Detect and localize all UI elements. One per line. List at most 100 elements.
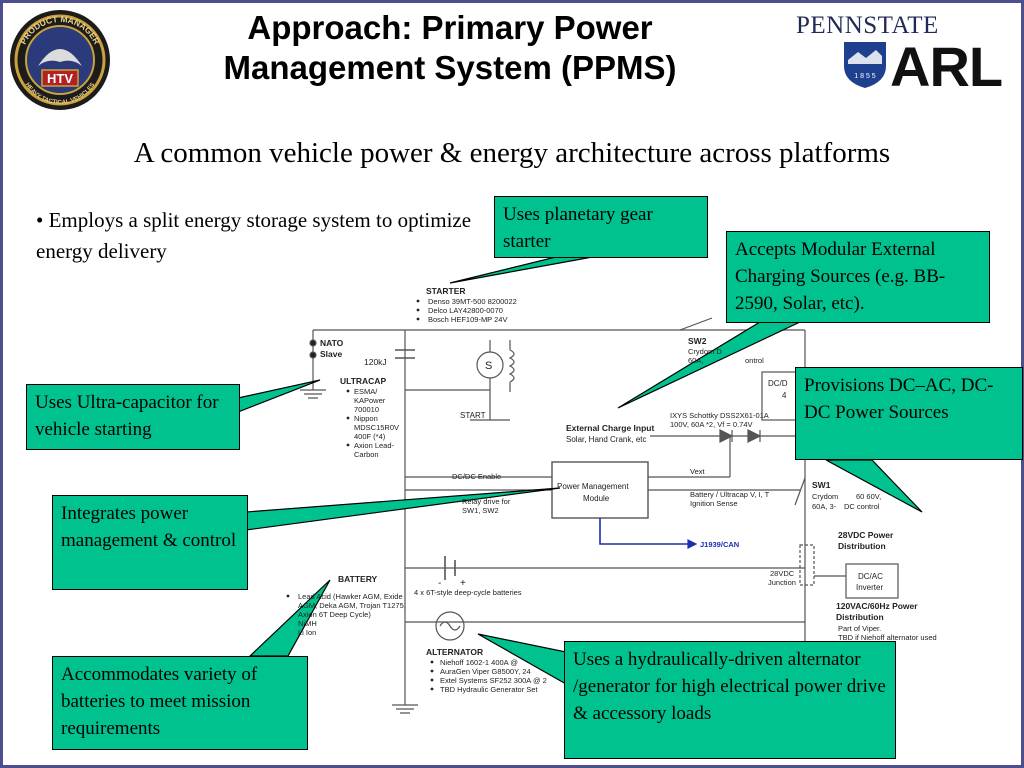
starter-coil <box>508 349 515 383</box>
motor-symbol-label: S <box>485 360 492 372</box>
battery-cells-label: 4 x 6T-style deep-cycle batteries <box>414 588 522 597</box>
relay-label-2: SW1, SW2 <box>462 506 499 515</box>
start-label: START <box>460 411 486 420</box>
slide-title: Approach: Primary Power Management Syste… <box>140 8 760 88</box>
arl-wordmark: ARL <box>890 35 1003 98</box>
alternator-item-3: Extel Systems SF252 300A @ 2 <box>440 676 547 685</box>
ultracap-symbol <box>395 349 415 359</box>
sw2-line-1: Crydom D <box>688 347 722 356</box>
inverter-box <box>845 563 899 599</box>
ext-charge-sub: Solar, Hand Crank, etc <box>566 435 646 444</box>
starter-item-2: Delco LAY42800-0070 <box>428 306 503 315</box>
callout-hydraulic-alternator: Uses a hydraulically-driven alternator /… <box>564 641 896 759</box>
starter-item-1: Denso 39MT-500 8200022 <box>428 297 517 306</box>
provisions-pointer <box>825 459 923 513</box>
nato-label-1: NATO <box>320 338 344 348</box>
dist120-line-1: 120VAC/60Hz Power <box>836 601 918 611</box>
sw2-title: SW2 <box>688 336 707 346</box>
dcdc-label-1: DC/D <box>768 379 788 388</box>
battery-title: BATTERY <box>338 574 378 584</box>
alternator-item-2: AuraGen Viper G8500Y, 24 <box>440 667 531 676</box>
junction-box <box>799 544 815 586</box>
alternator-item-1: Niehoff 1602-1 400A @ <box>440 658 518 667</box>
junction-line-2: Junction <box>768 578 796 587</box>
ext-charge-title: External Charge Input <box>566 423 654 433</box>
alternator-item-4: TBD Hydraulic Generator Set <box>440 685 538 694</box>
battery-item-2: AGM, Deka AGM, Trojan T1275, <box>298 601 406 610</box>
badge-center-text: HTV <box>47 71 73 86</box>
htv-badge-logo: HTV PRODUCT MANAGER HEAVY TACTICAL VEHIC… <box>8 8 112 112</box>
callout-batteries: Accommodates variety of batteries to mee… <box>52 656 308 750</box>
j1939-arrow <box>599 518 688 545</box>
ultracap-title: ULTRACAP <box>340 376 386 386</box>
viper-note-1: Part of Viper. <box>838 624 881 633</box>
ground-symbol-2 <box>392 704 418 714</box>
bullet-point: • Employs a split energy storage system … <box>36 208 472 263</box>
dist120-line-2: Distribution <box>836 612 884 622</box>
vext-label: Vext <box>690 467 706 476</box>
battery-plus: + <box>460 578 466 589</box>
ultracap-item-5: MDSC15R0V <box>354 423 399 432</box>
ultracap-item-3: 700010 <box>354 405 379 414</box>
ultracap-item-4: Nippon <box>354 414 378 423</box>
sw1-line-1: Crydom <box>812 492 838 501</box>
schottky-line-2: 100V, 60A *2, Vf = 0.74V <box>670 420 753 429</box>
pmm-label-2: Module <box>583 494 610 503</box>
callout-modular-charging: Accepts Modular External Charging Source… <box>726 231 990 323</box>
callout-planetary-starter: Uses planetary gear starter <box>494 196 708 258</box>
dcdc-label-2: 4 <box>782 391 787 400</box>
slide-title-line1: Approach: Primary Power <box>247 9 653 46</box>
inverter-line-2: Inverter <box>856 583 883 592</box>
pmm-label-1: Power Management <box>557 482 629 491</box>
viper-note-2: TBD if Niehoff alternator used <box>838 633 937 642</box>
sw2-switch <box>679 317 713 331</box>
integrates-pointer <box>245 487 561 531</box>
callout-ultracap: Uses Ultra-capacitor for vehicle startin… <box>26 384 240 450</box>
pennstate-shield-icon: 1 8 5 5 <box>844 42 886 88</box>
battery-item-4: NiMH <box>298 619 317 628</box>
battery-item-1: Lead Acid (Hawker AGM, Exide <box>298 592 403 601</box>
callout-integrates: Integrates power management & control <box>52 495 248 590</box>
ground-symbol-1 <box>300 389 326 399</box>
dist28-line-2: Distribution <box>838 541 886 551</box>
ultracap-item-1: ESMA/ <box>354 387 378 396</box>
ultracap-item-2: KAPower <box>354 396 386 405</box>
sw2-line-2: 60A, <box>688 356 703 365</box>
callout-provisions: Provisions DC–AC, DC-DC Power Sources <box>795 367 1023 460</box>
cap-value-label: 120kJ <box>364 357 387 367</box>
diode-2 <box>747 429 762 443</box>
sw1-line-4: DC control <box>844 502 880 511</box>
sw1-title: SW1 <box>812 480 831 490</box>
battery-minus: - <box>438 578 441 589</box>
battery-symbol <box>444 556 456 580</box>
ultracap-item-8: Carbon <box>354 450 379 459</box>
alternator-title: ALTERNATOR <box>426 647 483 657</box>
ultracap-pointer <box>237 379 321 413</box>
inverter-line-1: DC/AC <box>858 572 883 581</box>
battery-item-5: Li Ion <box>298 628 316 637</box>
pennstate-wordmark: PENNSTATE <box>796 12 939 39</box>
modular-pointer <box>617 321 801 409</box>
planetary-pointer <box>449 255 599 284</box>
junction-line-1: 28VDC <box>770 569 795 578</box>
dist28-line-1: 28VDC Power <box>838 530 894 540</box>
j1939-label: J1939/CAN <box>700 540 739 549</box>
alternator-symbol <box>435 611 465 641</box>
sw2-line-3: ontrol <box>745 356 764 365</box>
pennstate-year: 1 8 5 5 <box>854 73 876 80</box>
pennstate-arl-logo: PENNSTATE 1 8 5 5 ARL <box>796 12 1016 98</box>
dcdc-enable-label: DC/DC Enable <box>452 472 501 481</box>
battery-item-3: Axion 6T Deep Cycle) <box>298 610 371 619</box>
sense-label-2: Ignition Sense <box>690 499 738 508</box>
starter-title: STARTER <box>426 286 466 296</box>
sw1-line-3: 60A, 3- <box>812 502 837 511</box>
sw1-switch <box>794 477 806 506</box>
sw1-line-2: 60 60V, <box>856 492 881 501</box>
starter-item-3: Bosch HEF109-MP 24V <box>428 315 507 324</box>
ultracap-item-6: 400F (*4) <box>354 432 386 441</box>
sense-label-1: Battery / Ultracap V, I, T <box>690 490 770 499</box>
relay-label-1: Relay drive for <box>462 497 511 506</box>
slide-title-line2: Management System (PPMS) <box>223 49 677 86</box>
diode-1 <box>719 429 734 443</box>
